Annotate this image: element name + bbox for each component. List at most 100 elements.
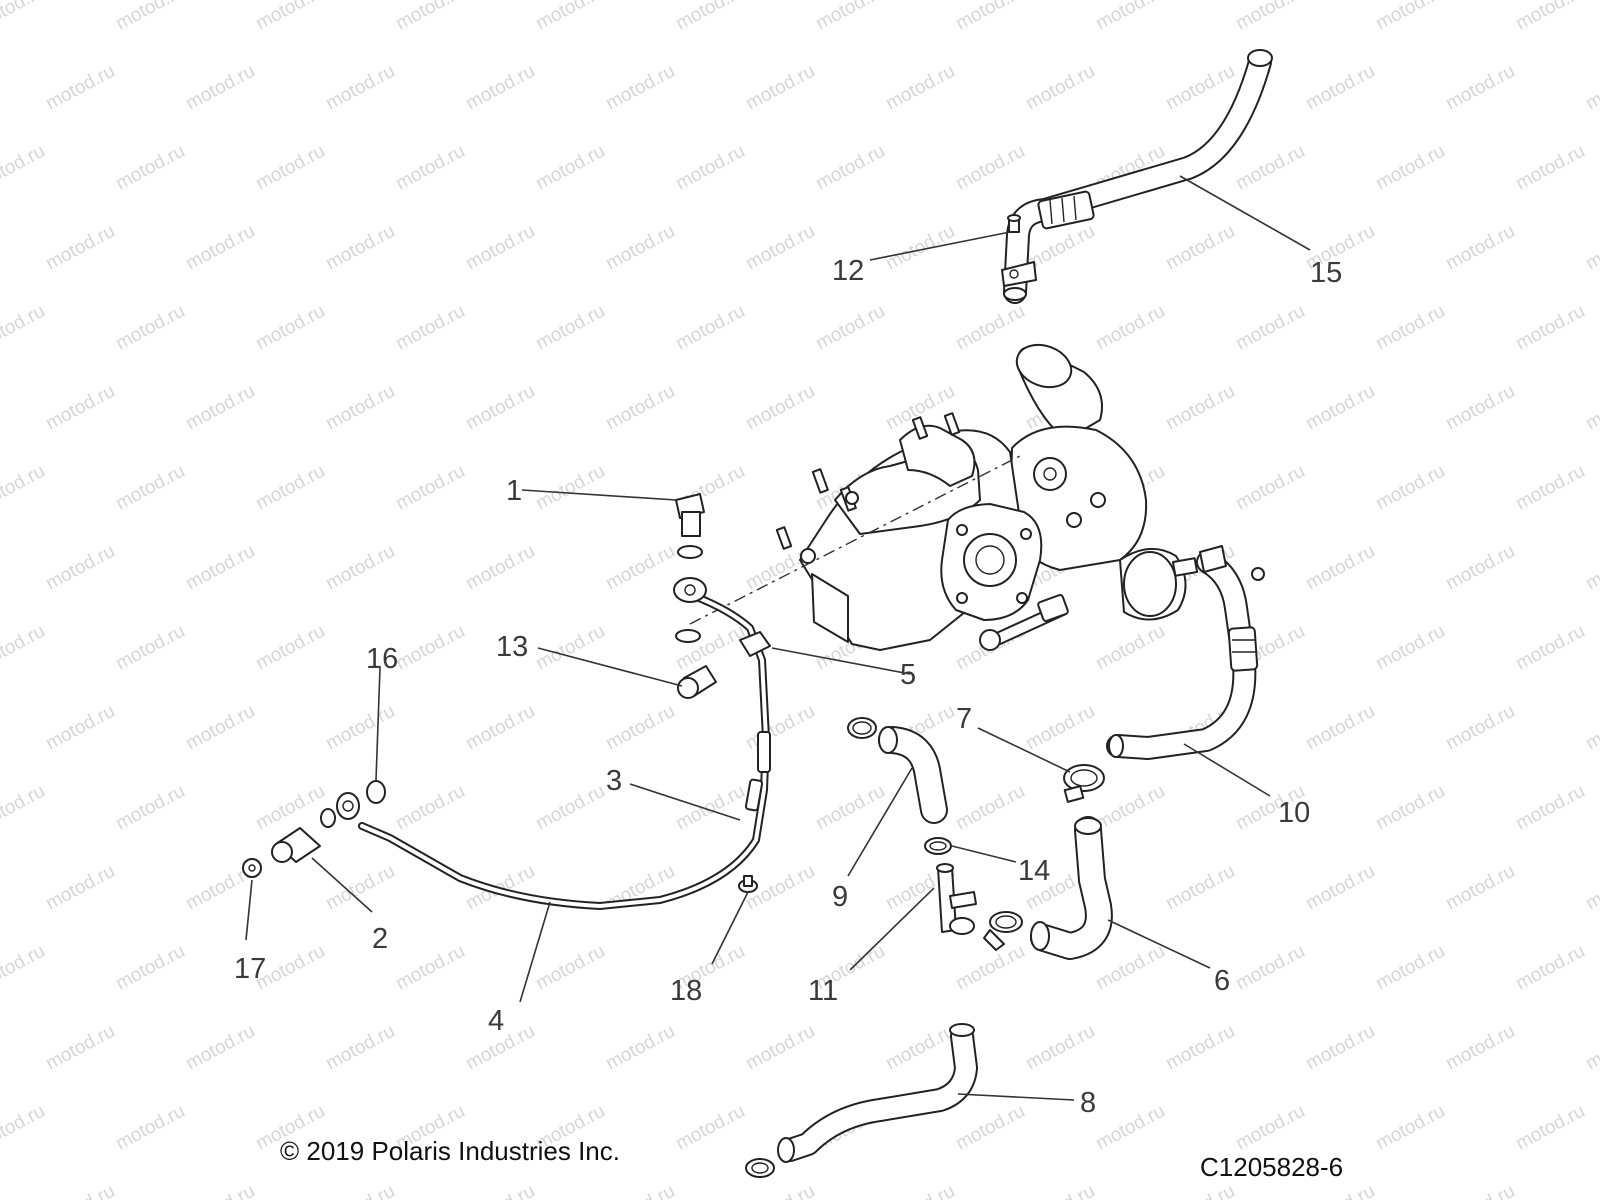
callout-11: 11 (808, 975, 838, 1007)
watermark-text: motod.ru (182, 381, 258, 435)
watermark-text: motod.ru (1232, 941, 1308, 995)
part-6-coolant-hose (1030, 816, 1113, 960)
watermark-text: motod.ru (1232, 461, 1308, 515)
watermark-text: motod.ru (952, 941, 1028, 995)
watermark-text: motod.ru (1092, 0, 1168, 34)
watermark-text: motod.ru (672, 781, 748, 835)
watermark-text: motod.ru (392, 301, 468, 355)
callout-1: 1 (506, 475, 522, 507)
watermark-text: motod.ru (1162, 381, 1238, 435)
watermark-text: motod.ru (1372, 781, 1448, 835)
watermark-text: motod.ru (672, 0, 748, 34)
watermark-text: motod.ru (462, 61, 538, 115)
turbocharger-assembly (689, 343, 1199, 651)
watermark-text: motod.ru (812, 141, 888, 195)
watermark-text: motod.ru (322, 221, 398, 275)
watermark-text: motod.ru (1442, 221, 1518, 275)
part-8-coolant-hose (777, 1023, 978, 1163)
callout-13: 13 (496, 631, 528, 663)
watermark-text: motod.ru (1512, 941, 1588, 995)
watermark-text: motod.ru (1512, 621, 1588, 675)
watermark-text: motod.ru (1162, 1181, 1238, 1200)
watermark-text: motod.ru (112, 1101, 188, 1155)
watermark-text: motod.ru (1302, 701, 1378, 755)
watermark-text: motod.ru (882, 1181, 958, 1200)
callout-2: 2 (372, 923, 388, 955)
watermark-text: motod.ru (532, 301, 608, 355)
watermark-text: motod.ru (1162, 861, 1238, 915)
watermark-text: motod.ru (1302, 861, 1378, 915)
watermark-text: motod.ru (672, 621, 748, 675)
watermark-text: motod.ru (602, 381, 678, 435)
part-14-clamp (924, 837, 952, 855)
watermark-text: motod.ru (812, 0, 888, 34)
watermark-text: motod.ru (392, 461, 468, 515)
watermark-text: motod.ru (112, 781, 188, 835)
part-12-bolt (1007, 214, 1021, 233)
watermark-text: motod.ru (392, 0, 468, 34)
watermark-text: motod.ru (1582, 1021, 1600, 1075)
watermark-text: motod.ru (602, 701, 678, 755)
watermark-text: motod.ru (1092, 1101, 1168, 1155)
watermark-text: motod.ru (1512, 781, 1588, 835)
watermark-text: motod.ru (322, 701, 398, 755)
watermark-text: motod.ru (742, 1021, 818, 1075)
watermark-text: motod.ru (1582, 861, 1600, 915)
watermark-text: motod.ru (0, 1101, 49, 1155)
watermark-text: motod.ru (1162, 1021, 1238, 1075)
watermark-text: motod.ru (532, 941, 608, 995)
watermark-text: motod.ru (322, 541, 398, 595)
watermark-text: motod.ru (112, 0, 188, 34)
watermark-text: motod.ru (462, 701, 538, 755)
watermark-text: motod.ru (462, 1181, 538, 1200)
watermark-text: motod.ru (1372, 621, 1448, 675)
watermark-text: motod.ru (1232, 141, 1308, 195)
watermark-text: motod.ru (1582, 701, 1600, 755)
copyright-text: © 2019 Polaris Industries Inc. (280, 1136, 620, 1166)
watermark-text: motod.ru (1442, 1181, 1518, 1200)
watermark-text: motod.ru (0, 781, 49, 835)
watermark-text: motod.ru (1442, 541, 1518, 595)
callout-17: 17 (234, 953, 266, 985)
watermark-text: motod.ru (1442, 61, 1518, 115)
watermark-text: motod.ru (1302, 381, 1378, 435)
watermark-text: motod.ru (1022, 701, 1098, 755)
watermark-text: motod.ru (952, 0, 1028, 34)
watermark-text: motod.ru (42, 1181, 118, 1200)
watermark-text: motod.ru (462, 221, 538, 275)
callout-6: 6 (1214, 965, 1230, 997)
callout-7: 7 (956, 703, 972, 735)
watermark-text: motod.ru (1232, 301, 1308, 355)
watermark-text: motod.ru (1162, 61, 1238, 115)
watermark-text: motod.ru (1582, 381, 1600, 435)
watermark-text: motod.ru (532, 621, 608, 675)
watermark-text: motod.ru (1022, 1181, 1098, 1200)
watermark-text: motod.ru (42, 221, 118, 275)
watermark-text: motod.ru (392, 141, 468, 195)
watermark-text: motod.ru (1092, 781, 1168, 835)
watermark-text: motod.ru (1372, 1101, 1448, 1155)
watermark-text: motod.ru (1582, 61, 1600, 115)
watermark-text: motod.ru (252, 301, 328, 355)
watermark-text: motod.ru (952, 301, 1028, 355)
part-10-coolant-tube (1106, 545, 1265, 760)
watermark-text: motod.ru (1372, 461, 1448, 515)
watermark-text: motod.ru (882, 221, 958, 275)
watermark-text: motod.ru (742, 1181, 818, 1200)
watermark-text: motod.ru (112, 941, 188, 995)
watermark-text: motod.ru (742, 61, 818, 115)
watermark-text: motod.ru (1302, 541, 1378, 595)
watermark-text: motod.ru (602, 221, 678, 275)
watermark-text: motod.ru (42, 61, 118, 115)
watermark-text: motod.ru (0, 461, 49, 515)
watermark-text: motod.ru (182, 1181, 258, 1200)
watermark-text: motod.ru (0, 301, 49, 355)
watermark-text: motod.ru (672, 301, 748, 355)
watermark-text: motod.ru (952, 1101, 1028, 1155)
part-13-fitting (677, 665, 717, 699)
callout-15: 15 (1310, 257, 1342, 289)
washer-16b (320, 808, 336, 828)
watermark-text: motod.ru (672, 141, 748, 195)
watermark-text: motod.ru (742, 381, 818, 435)
